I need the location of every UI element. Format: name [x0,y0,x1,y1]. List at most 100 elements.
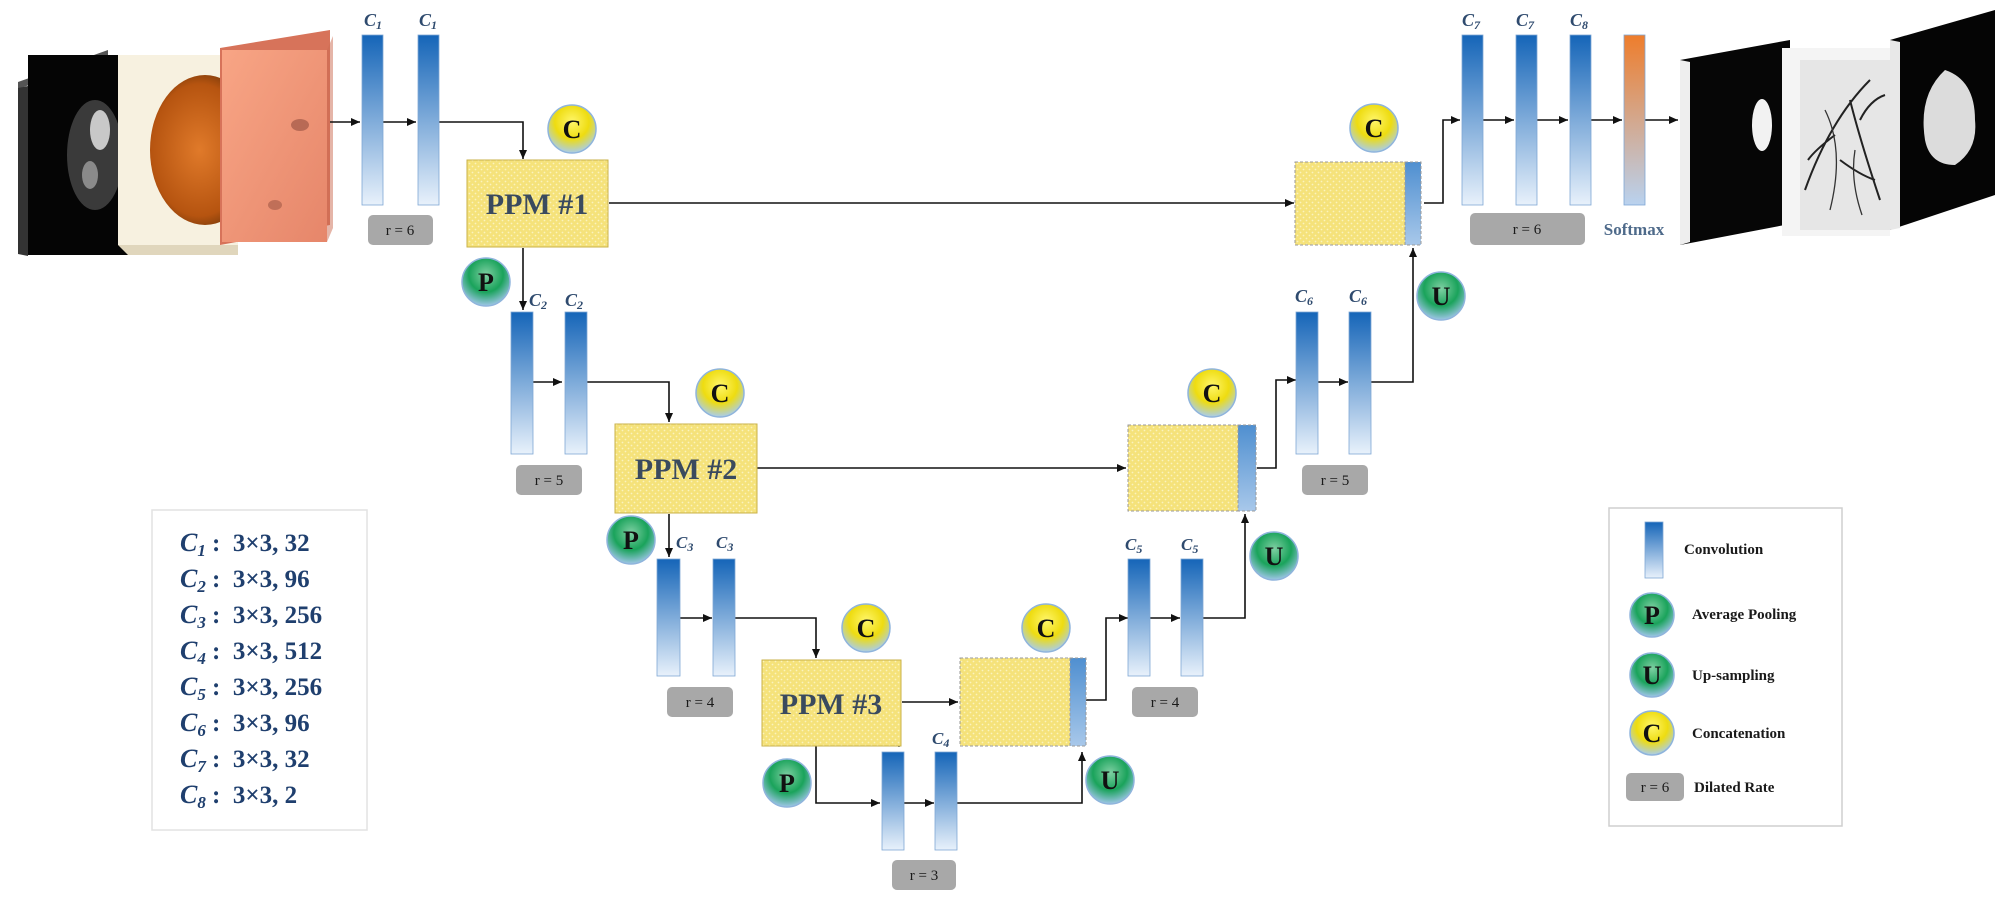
conv-block-c1-b [417,34,440,206]
legend-item-convolution: Convolution [1644,521,1764,579]
dilation-badge: r = 5 [1302,465,1368,495]
svg-text:U: U [1643,661,1662,690]
dilation-badge: r = 4 [667,687,733,717]
upsample-operation: U [1416,271,1466,321]
svg-text:C: C [857,614,876,643]
svg-text:C5: C5 [180,672,206,704]
input-image-skin-lesion [220,30,333,245]
concat-operation: C [1349,103,1399,153]
dilation-badge: r = 3 [892,860,956,890]
svg-text:r = 6: r = 6 [1513,222,1542,238]
svg-text:Dilated Rate: Dilated Rate [1694,780,1775,796]
dilation-badges: r = 6 r = 5 r = 4 r = 3 r = 4 r = 5 r = … [368,213,1585,890]
conv-block-c5-a [1127,558,1151,677]
conv-label: C1 [419,10,437,32]
svg-text:: 3×3, 256: : 3×3, 256 [212,602,322,629]
svg-text:C: C [711,379,730,408]
svg-text:r = 4: r = 4 [1151,695,1180,711]
conv-label: C5 [1181,535,1198,556]
svg-text:U: U [1265,542,1284,571]
legend-item-dilated-rate: r = 6 Dilated Rate [1626,773,1775,801]
svg-text:Average Pooling: Average Pooling [1692,607,1797,623]
svg-text:r = 6: r = 6 [386,223,415,239]
conv-block-c3-b [712,558,736,677]
ppm-label: PPM #1 [486,188,588,221]
conv-block-c8 [1569,34,1592,206]
svg-text:: 3×3, 32: : 3×3, 32 [212,530,310,557]
dilation-badge: r = 6 [368,215,433,245]
conv-blocks [361,34,1646,851]
svg-text:Convolution: Convolution [1684,542,1764,558]
svg-text:r = 6: r = 6 [1641,780,1670,796]
ppm-block-3: PPM #3 [761,659,902,747]
conv-block-c1-a [361,34,384,206]
dilation-badge: r = 5 [516,465,582,495]
conv-label: C6 [1295,286,1313,308]
legend-item-average-pooling: P Average Pooling [1629,592,1797,638]
svg-text:U: U [1432,282,1451,311]
svg-text:C3: C3 [180,600,206,632]
config-row: C4 : 3×3, 512 [180,636,322,668]
ppm-label: PPM #3 [780,688,882,721]
conv-labels: C1 C1 C2 C2 C3 C3 C4 C4 C5 C5 C6 C6 C7 C… [364,10,1588,750]
legend-item-concatenation: C Concatenation [1629,710,1786,756]
conv-block-c7-a [1461,34,1484,206]
svg-text:C2: C2 [180,564,206,596]
svg-text:P: P [1644,601,1660,630]
conv-label: C4 [932,729,949,750]
conv-block-c2-b [564,311,588,455]
svg-text:Up-sampling: Up-sampling [1692,668,1775,684]
svg-text:C4: C4 [180,636,206,668]
concat-operation: C [547,104,597,154]
conv-label: C1 [364,10,382,32]
svg-text:C8: C8 [180,780,206,812]
config-row: C5 : 3×3, 256 [180,672,322,704]
softmax-block [1623,34,1646,206]
conv-label: C3 [676,533,693,554]
concat-block-2 [1127,424,1257,512]
conv-block-c4-b [934,751,958,851]
config-row: C6 : 3×3, 96 [180,708,310,740]
svg-text:Concatenation: Concatenation [1692,726,1786,742]
svg-text:r = 4: r = 4 [686,695,715,711]
operation-circles: P P P U U U C C [461,103,1466,808]
svg-text:: 3×3, 96: : 3×3, 96 [212,710,310,737]
svg-text:: 3×3, 512: : 3×3, 512 [212,638,322,665]
concat-block-1 [1294,161,1422,246]
svg-text:r = 5: r = 5 [535,473,563,489]
conv-label: C2 [529,290,547,312]
svg-text:: 3×3, 256: : 3×3, 256 [212,674,322,701]
ppm-label: PPM #2 [635,453,737,486]
ppm-block-2: PPM #2 [614,423,758,514]
output-mask-vessels [1782,48,1890,236]
svg-text:U: U [1101,766,1120,795]
output-image-stack [1680,10,1995,245]
conv-block-c7-b [1515,34,1538,206]
svg-text:: 3×3, 96: : 3×3, 96 [212,566,310,593]
output-mask-lesion [1890,10,1995,230]
conv-label: C3 [716,533,733,554]
svg-text:r = 3: r = 3 [910,868,938,884]
upsample-operation: U [1249,531,1299,581]
concat-operation: C [1187,368,1237,418]
conv-block-c6-b [1348,311,1372,455]
conv-label: C7 [1462,10,1481,32]
conv-label: C8 [1570,10,1588,32]
input-image-stack [18,30,333,256]
conv-label: C7 [1516,10,1535,32]
concat-block-3 [959,657,1087,747]
svg-text:C7: C7 [180,744,207,776]
svg-text:C: C [1203,379,1222,408]
concat-operation: C [695,368,745,418]
softmax-label: Softmax [1604,220,1665,239]
config-row: C3 : 3×3, 256 [180,600,322,632]
conv-label: C5 [1125,535,1142,556]
output-mask-tumor [1680,40,1790,245]
concat-operation: C [841,603,891,653]
conv-block-c3-a [656,558,681,677]
pool-operation: P [762,758,812,808]
conv-block-c6-a [1295,311,1319,455]
config-row: C1 : 3×3, 32 [180,528,310,560]
ppm-block-1: PPM #1 [466,159,609,248]
